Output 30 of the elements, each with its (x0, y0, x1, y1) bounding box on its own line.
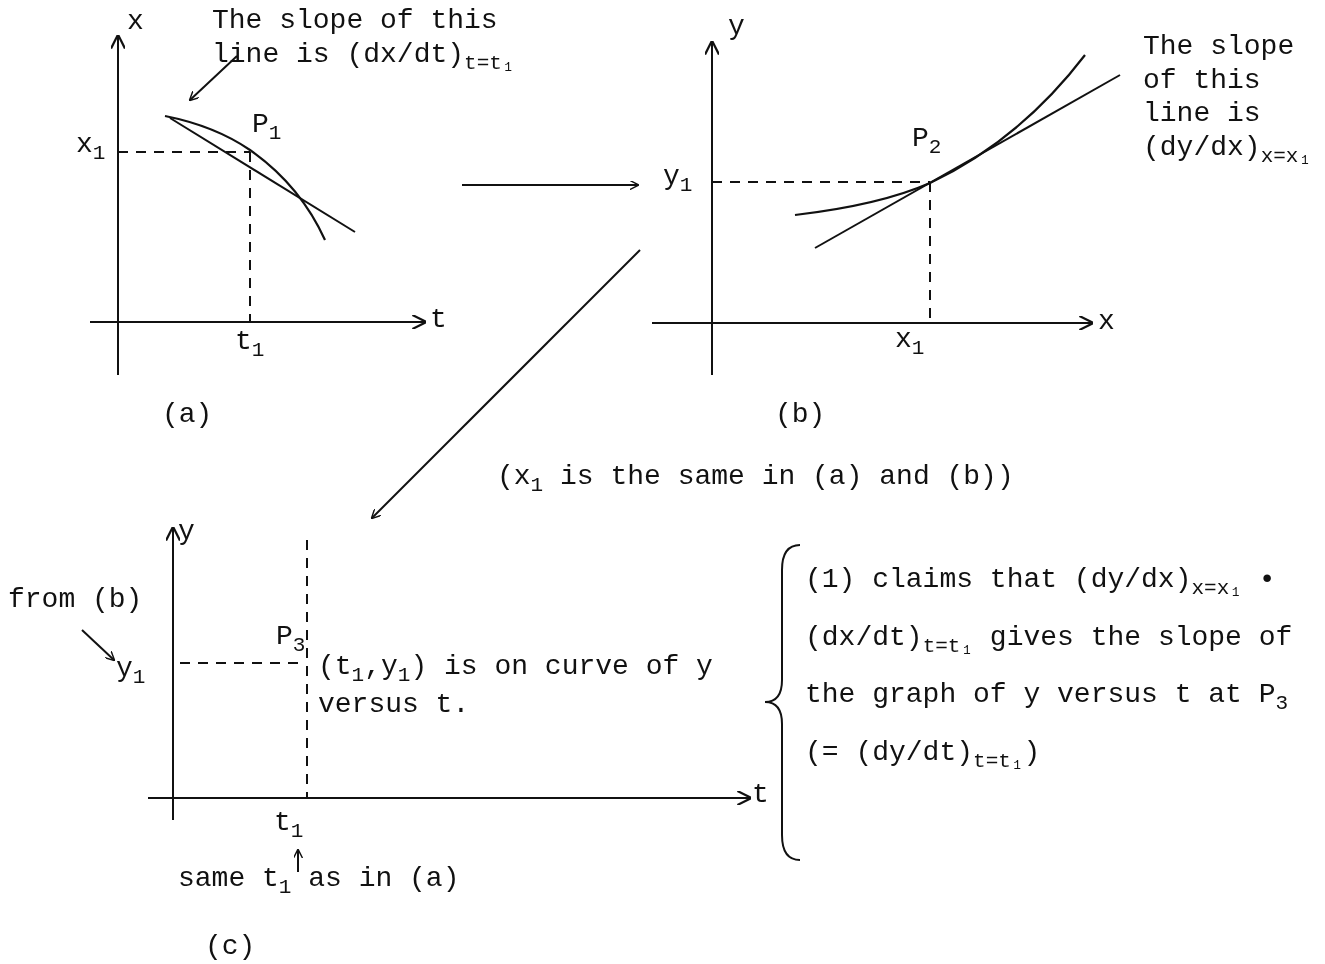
tick-label: x$_{1}$ (76, 128, 106, 166)
tick-label: t$_{1}$ (235, 325, 265, 363)
annotation-text: The slope of this line is (dy/dx)$_{x=x₁}$ (1143, 30, 1313, 169)
panel-caption: (c) (205, 930, 256, 964)
axis-label: x (127, 5, 144, 39)
tick-label: x$_{1}$ (895, 323, 925, 361)
point-label: P$_{3}$ (276, 620, 306, 658)
annotation-text: y$_{1}$ (116, 652, 146, 690)
explanation-text: (1) claims that (dy/dx)$_{x=x₁}$ • (dx/dt)$_{t=t₁}$ gives the slope of the graph of y versus t at P$_{3}$ (= (dy/dt)$_{t=t₁}$) (805, 563, 1294, 775)
leader-line (81, 629, 116, 662)
panel-caption: (a) (162, 398, 213, 432)
annotation-text: (t$_{1}$,y$_{1}$) is on curve of y versus t. (318, 650, 714, 722)
leader-line (188, 55, 238, 102)
panel-caption: (b) (775, 398, 826, 432)
axis-label: t (752, 778, 769, 812)
tick-label: y$_{1}$ (663, 160, 693, 198)
point-label: P$_{1}$ (252, 108, 282, 146)
axis-label: y (728, 10, 745, 44)
annotation-text: The slope of this line is (dx/dt)$_{t=t₁}$ (212, 4, 572, 76)
annotation-text: from (b) (8, 583, 143, 617)
annotation-text: t$_{1}$ (274, 806, 304, 844)
axis-label: x (1098, 305, 1115, 339)
leader-line (292, 848, 304, 873)
annotation-text: same t$_{1}$ as in (a) (178, 862, 460, 900)
axis-label: t (430, 303, 447, 337)
arrow (461, 179, 640, 191)
arrow (370, 249, 641, 520)
point-label: P$_{2}$ (912, 122, 942, 160)
axis-label: y (178, 515, 195, 549)
note-text: (x$_{1}$ is the same in (a) and (b)) (497, 460, 1014, 498)
